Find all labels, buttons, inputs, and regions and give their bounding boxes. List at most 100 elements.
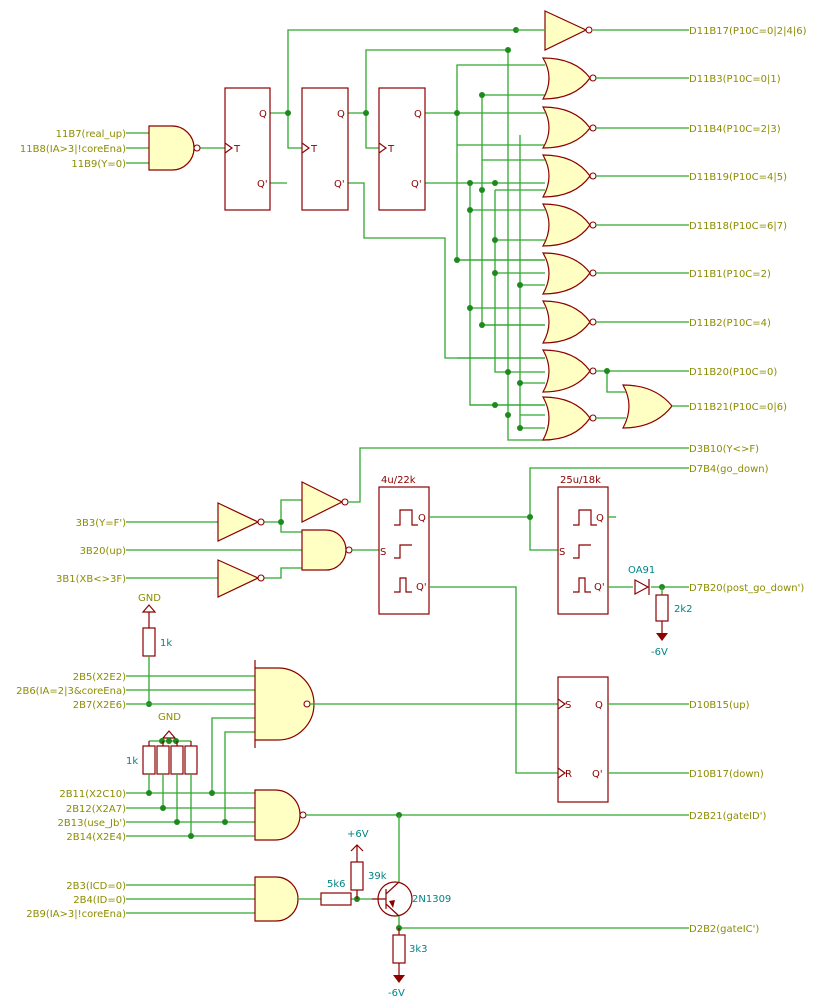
label-11b9: 11B9(Y=0) (71, 159, 126, 170)
mono1-label: 4u/22k (381, 475, 416, 486)
gnd-arrow-2 (161, 730, 177, 739)
resistor-pack-4 (184, 745, 198, 775)
ff1-t-pin: T (233, 144, 241, 155)
resistor-1k-a-label: 1k (160, 638, 172, 649)
nor-gates (541, 57, 673, 441)
or-input-wires (596, 371, 626, 419)
output-wires-top (593, 29, 689, 407)
junction-2b13-a (174, 819, 180, 825)
wire-2b3-2b9 (126, 884, 255, 914)
wire-d3b10 (348, 447, 689, 503)
gnd-label-2: GND (158, 712, 181, 723)
label-d11b18: D11B18(P10C=6|7) (689, 221, 787, 232)
flipflop-3: T Q Q' (378, 87, 426, 211)
minus6v-arrow-a (656, 633, 668, 641)
resistor-1k-b-label: 1k (126, 756, 138, 767)
wire-d7b4 (529, 467, 689, 517)
junction-2b14 (188, 833, 194, 839)
wire-nand-inputs (126, 132, 149, 164)
wire-mono1qn (429, 586, 558, 774)
label-3b20: 3B20(up) (80, 546, 127, 557)
inverter-top (516, 10, 593, 51)
ff3-q-pin: Q (414, 109, 422, 120)
rsff-s-pin: S (565, 700, 571, 711)
label-d11b4: D11B4(P10C=2|3) (689, 124, 781, 135)
mono2-label: 25u/18k (560, 475, 601, 486)
label-d11b1: D11B1(P10C=2) (689, 269, 771, 280)
label-d11b20: D11B20(P10C=0) (689, 367, 777, 378)
label-d7b4: D7B4(go_down) (689, 464, 769, 475)
top-section: T Q Q' T Q Q' T Q Q' (126, 10, 689, 441)
and-gate-lower (254, 876, 299, 922)
junction-dots-top (285, 27, 523, 431)
resistor-1k-a (142, 627, 156, 657)
output-labels: D11B17(P10C=0|2|4|6) D11B3(P10C=0|1) D11… (689, 26, 807, 935)
input-labels: 11B7(real_up) 11B8(IA>3|!coreEna) 11B9(Y… (16, 129, 126, 920)
wire-mid-inputs (126, 521, 302, 579)
minus6v-arrow-b (393, 975, 405, 983)
ff3-qn-pin: Q' (411, 179, 422, 190)
resistor-39k-label: 39k (368, 871, 387, 882)
resistor-5k6-label: 5k6 (327, 879, 346, 890)
ff2-t-pin: T (310, 144, 318, 155)
inverter-y-f (301, 481, 344, 523)
label-2b11: 2B11(X2C10) (59, 789, 126, 800)
minus6v-label-a: -6V (651, 647, 668, 658)
resistor-3k3 (392, 934, 406, 964)
label-2b7: 2B7(X2E6) (73, 700, 126, 711)
ff1-qn-pin: Q' (257, 179, 268, 190)
label-d3b10: D3B10(Y<>F) (689, 444, 759, 455)
junction-2b13-b (222, 819, 228, 825)
label-d2b21: D2B21(gateID') (689, 811, 766, 822)
resistor-2k2 (655, 594, 669, 622)
middle-section: 4u/22k S Q Q' 25u/18k S Q Q' (126, 447, 693, 774)
nand-lower-2-bubble (299, 811, 307, 819)
inverter-3b1 (217, 559, 260, 598)
transistor-2n1309: 2N1309 (372, 881, 451, 917)
gnd-arrow-1 (141, 604, 157, 613)
inverter-3b3 (217, 502, 260, 542)
rpack-bottom-leads (148, 774, 192, 836)
nand-gate-top (148, 125, 201, 171)
wire-2b-inputs (126, 675, 255, 705)
ff3-t-pin: T (387, 144, 395, 155)
label-2b12: 2B12(X2A7) (66, 804, 126, 815)
inverter-y-f-bubble (341, 498, 349, 506)
label-2b9: 2B9(IA>3|!coreEna) (26, 909, 126, 920)
mono1-q-pin: Q (418, 513, 426, 524)
mono1-qn-pin: Q' (416, 582, 427, 593)
label-d10b17: D10B17(down) (689, 769, 764, 780)
label-3b3: 3B3(Y=F') (76, 518, 126, 529)
resistor-pack-3 (170, 745, 184, 775)
wire-extra-inputs (211, 717, 255, 822)
resistor-2k2-label: 2k2 (674, 604, 693, 615)
label-d11b2: D11B2(P10C=4) (689, 318, 771, 329)
mono1-s-pin: S (380, 547, 386, 558)
plus6v-label: +6V (347, 829, 369, 840)
junction-2b12 (160, 805, 166, 811)
junction-mid-1 (278, 519, 284, 525)
ff2-q-pin: Q (337, 109, 345, 120)
ff2-qn-pin: Q' (334, 179, 345, 190)
label-2b5: 2B5(X2E2) (73, 672, 126, 683)
rsff-r-pin: R (565, 769, 572, 780)
label-2b4: 2B4(ID=0) (73, 895, 126, 906)
rpack-top-leads (148, 741, 192, 746)
junction-rpack-1 (159, 738, 165, 744)
gnd-label-1: GND (138, 593, 161, 604)
nand-gate-lower-1 (254, 667, 315, 741)
label-11b7: 11B7(real_up) (56, 129, 126, 140)
wire-mono1q (429, 516, 558, 551)
label-d10b15: D10B15(up) (689, 700, 750, 711)
minus6v-label-b: -6V (388, 988, 405, 999)
wire-ff1q-ff2t (270, 112, 308, 149)
label-2b14: 2B14(X2E4) (66, 832, 126, 843)
and-gate-mid-bubble (345, 546, 353, 554)
wire-ff2qn-bus (348, 182, 545, 359)
label-d11b17: D11B17(P10C=0|2|4|6) (689, 26, 807, 37)
label-d11b21: D11B21(P10C=0|6) (689, 402, 787, 413)
resistor-3k3-label: 3k3 (409, 944, 428, 955)
junction-rpack-2 (166, 738, 172, 744)
label-d11b19: D11B19(P10C=4|5) (689, 172, 787, 183)
